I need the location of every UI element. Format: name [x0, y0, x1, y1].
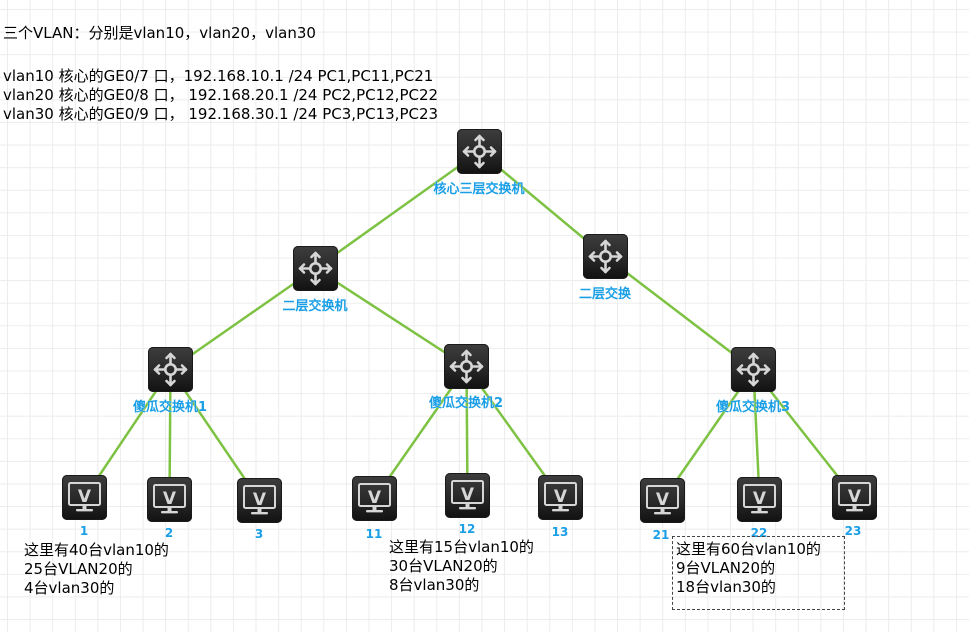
access-switch-3-label: 傻瓜交换机3	[715, 400, 791, 415]
group2-vlan30-count: 8台vlan30的	[389, 576, 480, 594]
group3-note: 这里有60台vlan10的 9台VLAN20的 18台vlan30的	[676, 540, 821, 597]
pc-13[interactable]: V	[538, 475, 583, 520]
group2-vlan10-count: 这里有15台vlan10的	[389, 538, 534, 556]
vlan-summary: 三个VLAN：分别是vlan10，vlan20，vlan30	[3, 24, 316, 42]
group1-vlan10-count: 这里有40台vlan10的	[24, 541, 169, 559]
link-l2_left-access1	[169, 267, 317, 371]
access-switch-1-label: 傻瓜交换机1	[132, 400, 208, 415]
pc-11-label: 11	[365, 527, 383, 541]
group1-vlan30-count: 4台vlan30的	[24, 579, 115, 597]
pc-12-label: 12	[458, 522, 476, 536]
pc-11[interactable]: V	[352, 476, 397, 521]
group3-vlan10-count: 这里有60台vlan10的	[676, 540, 821, 558]
svg-text:V: V	[253, 490, 267, 510]
pc-1[interactable]: V	[62, 475, 107, 520]
pc-2-label: 2	[164, 526, 174, 540]
access-switch-2-label: 傻瓜交换机2	[428, 396, 504, 411]
pc-1-label: 1	[79, 524, 89, 538]
group3-vlan20-count: 9台VLAN20的	[676, 559, 776, 577]
l2-switch-left-label: 二层交换机	[282, 299, 348, 314]
svg-text:V: V	[163, 489, 177, 509]
l2-switch-right-label: 二层交换	[578, 287, 632, 302]
svg-text:V: V	[461, 485, 475, 505]
vlan-table: vlan10 核心的GE0/7 口，192.168.10.1 /24 PC1,P…	[3, 67, 438, 124]
link-l2_right-access3	[604, 255, 755, 371]
vlan10-info: vlan10 核心的GE0/7 口，192.168.10.1 /24 PC1,P…	[3, 67, 434, 85]
link-l2_left-access2	[314, 267, 468, 368]
pc-3[interactable]: V	[237, 478, 282, 523]
group1-vlan20-count: 25台VLAN20的	[24, 560, 133, 578]
group3-vlan30-count: 18台vlan30的	[676, 578, 776, 596]
link-core-l2_left	[314, 150, 481, 270]
group2-note: 这里有15台vlan10的 30台VLAN20的 8台vlan30的	[389, 538, 534, 595]
core-switch-label: 核心三层交换机	[433, 182, 525, 197]
pc-2[interactable]: V	[147, 477, 192, 522]
pc-12[interactable]: V	[445, 473, 490, 518]
group2-vlan20-count: 30台VLAN20的	[389, 557, 498, 575]
svg-text:V: V	[848, 487, 862, 507]
vlan20-info: vlan20 核心的GE0/8 口， 192.168.20.1 /24 PC2,…	[3, 86, 439, 104]
pc-3-label: 3	[254, 527, 264, 541]
svg-text:V: V	[753, 489, 767, 509]
pc-23-label: 23	[844, 524, 862, 538]
l2-switch-right[interactable]	[583, 234, 628, 279]
svg-text:V: V	[368, 488, 382, 508]
svg-text:V: V	[554, 487, 568, 507]
group1-note: 这里有40台vlan10的 25台VLAN20的 4台vlan30的	[24, 541, 169, 598]
vlan30-info: vlan30 核心的GE0/9 口， 192.168.30.1 /24 PC3,…	[3, 105, 439, 123]
pc-13-label: 13	[551, 525, 569, 539]
pc-21-label: 21	[652, 528, 670, 542]
l2-switch-left[interactable]	[293, 246, 338, 291]
pc-22[interactable]: V	[737, 477, 782, 522]
svg-text:V: V	[78, 487, 92, 507]
group3-note-box[interactable]	[672, 536, 845, 610]
pc-23[interactable]: V	[832, 475, 877, 520]
access-switch-3[interactable]	[731, 347, 776, 392]
access-switch-2[interactable]	[444, 344, 489, 389]
svg-text:V: V	[656, 490, 670, 510]
access-switch-1[interactable]	[148, 347, 193, 392]
core-l3-switch[interactable]	[457, 129, 502, 174]
pc-21[interactable]: V	[640, 478, 685, 523]
